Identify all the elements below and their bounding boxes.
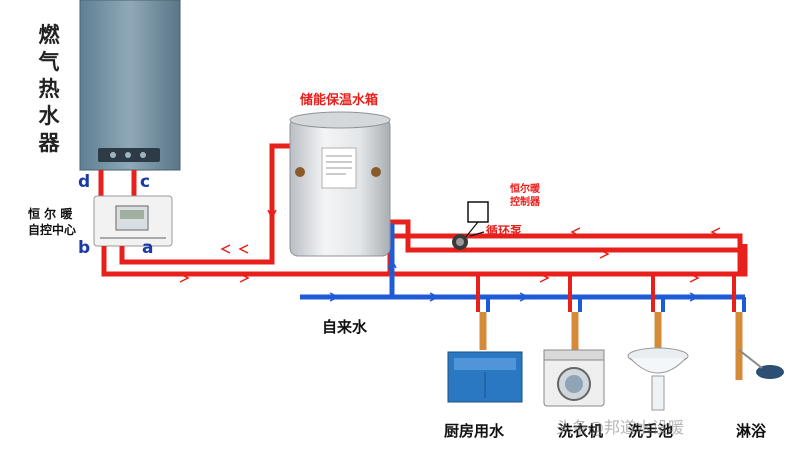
- pump-label: 循环泵: [486, 224, 523, 238]
- pipe-hot-supply-main: [384, 219, 748, 253]
- pump-controller-label-line2: 控制器: [510, 197, 540, 208]
- shower-head-illustration: [738, 349, 784, 379]
- wash-basin-illustration: [627, 347, 689, 411]
- controller-label-line1: 恒 尔 暖: [28, 207, 73, 221]
- pump-pointer-arrow: [469, 231, 485, 237]
- flow-arrows: [179, 209, 721, 302]
- pipe-hot-to-tank: [119, 143, 300, 265]
- fixture-label-shower: 淋浴: [736, 422, 767, 440]
- pump-controller-label-line1: 恒尔暖: [510, 184, 540, 195]
- fixture-label-washer: 洗衣机: [558, 422, 604, 440]
- kitchen-sink-illustration: [447, 351, 523, 403]
- heater-title: 燃气热水器: [38, 23, 60, 155]
- pipe-circulation-return: [384, 233, 743, 274]
- control-center-box: [93, 195, 173, 247]
- storage-tank: [289, 111, 391, 257]
- cold-supply-label: 自来水: [322, 318, 368, 336]
- pipe-hot-supply-lower: [390, 250, 748, 277]
- tank-title: 储能保温水箱: [300, 93, 379, 108]
- port-b-label: b: [78, 238, 91, 258]
- gas-water-heater: [79, 0, 181, 171]
- washing-machine-illustration: [543, 349, 605, 407]
- controller-label-line2: 自控中心: [28, 223, 77, 237]
- watermark: 头条@邦道水设暖: [556, 418, 685, 437]
- port-c-label: c: [140, 172, 151, 192]
- port-d-label: d: [78, 172, 91, 192]
- pump-controller-box: [464, 201, 489, 239]
- fixture-branches: [476, 274, 746, 380]
- port-a-label: a: [142, 238, 154, 258]
- fixture-label-kitchen: 厨房用水: [444, 422, 505, 440]
- fixture-label-basin: 洗手池: [628, 422, 674, 440]
- circulation-pump: [452, 234, 468, 250]
